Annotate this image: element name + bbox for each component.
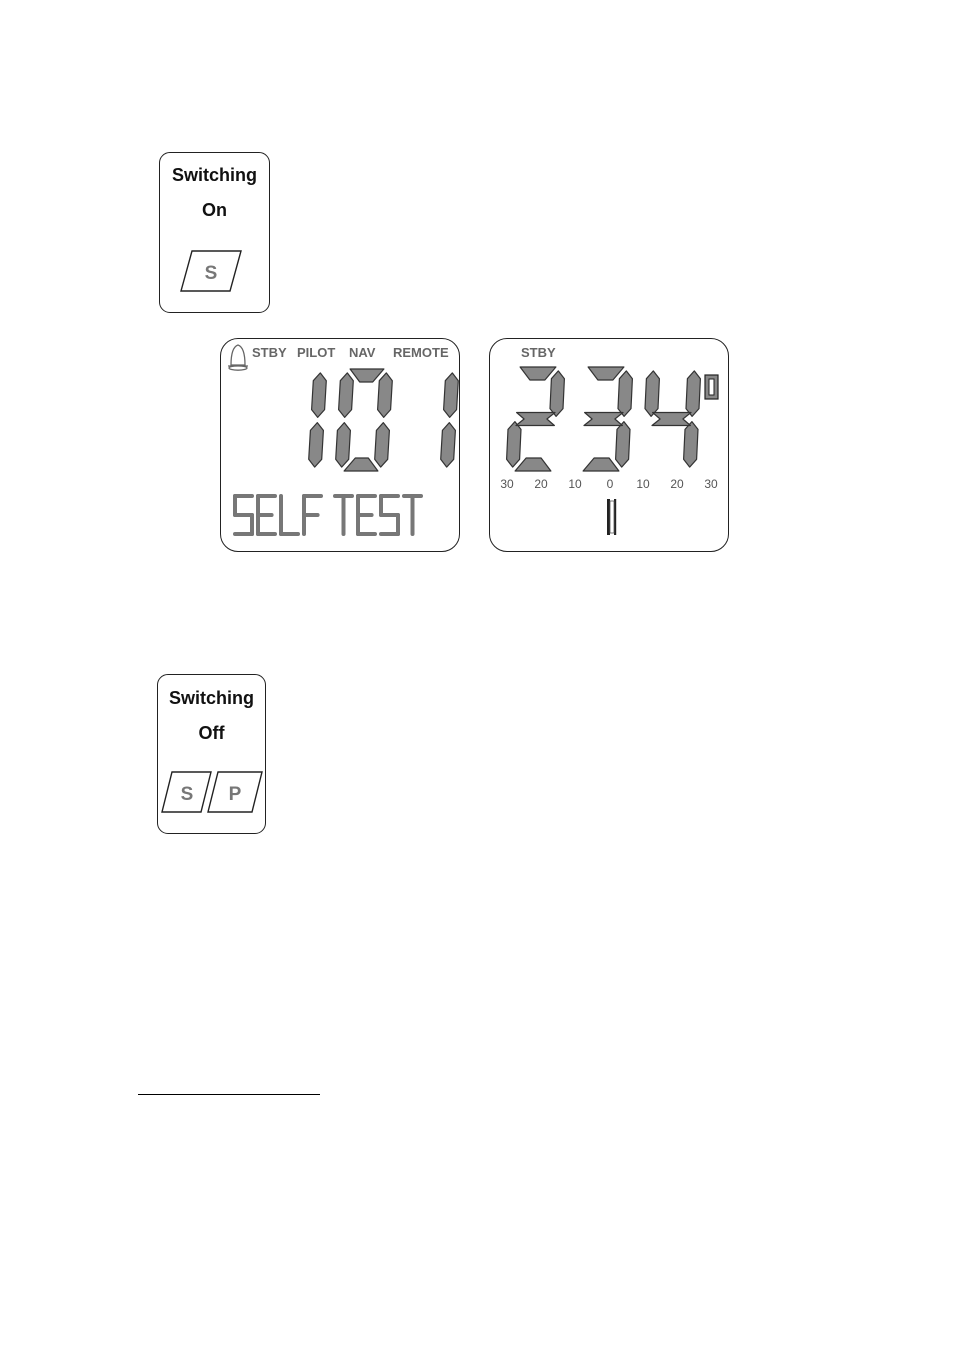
segment	[550, 371, 564, 417]
scale-tick: 30	[704, 477, 717, 491]
switching-on-card: Switching On S	[159, 152, 270, 313]
alarm-bell-icon	[228, 345, 248, 370]
p-key-icon[interactable]: P	[208, 772, 262, 812]
mode-pilot: PILOT	[297, 345, 335, 360]
self-test-message	[235, 496, 421, 534]
s-key-label: S	[205, 263, 218, 284]
rudder-position-bar	[607, 499, 616, 535]
segment	[444, 373, 459, 418]
degree-indicator	[705, 375, 718, 399]
segment	[312, 373, 327, 418]
lcd-self-test-display: STBY PILOT NAV REMOTE	[220, 338, 460, 552]
segment	[588, 367, 624, 380]
scale-tick: 10	[568, 477, 581, 491]
segment	[645, 371, 659, 417]
switching-off-card: Switching Off S P	[157, 674, 266, 834]
segment	[336, 423, 351, 468]
segment	[584, 413, 623, 426]
segment	[652, 413, 691, 426]
footnote-rule	[138, 1094, 320, 1095]
segment	[375, 423, 390, 468]
segment	[350, 369, 384, 382]
segment	[583, 458, 619, 471]
segment	[684, 422, 698, 468]
mode-remote: REMOTE	[393, 345, 449, 360]
segment	[344, 458, 378, 471]
mode-stby: STBY	[521, 345, 556, 360]
segment	[520, 367, 556, 380]
segment	[378, 373, 393, 418]
s-key-label: S	[181, 784, 194, 805]
s-key-icon[interactable]: S	[162, 772, 211, 812]
segment	[516, 413, 555, 426]
segment	[618, 371, 632, 417]
segment	[507, 422, 521, 468]
value-digits	[309, 369, 459, 471]
p-key-label: P	[229, 784, 242, 805]
heading-digits	[507, 367, 701, 471]
segment	[686, 371, 700, 417]
scale-tick: 20	[670, 477, 683, 491]
scale-tick: 30	[500, 477, 513, 491]
segment	[616, 422, 630, 468]
lcd-heading-display: STBY 30 20 10 0 10 20 30	[489, 338, 729, 552]
scale-tick: 0	[607, 477, 614, 491]
scale-tick: 10	[636, 477, 649, 491]
scale-tick: 20	[534, 477, 547, 491]
mode-stby: STBY	[252, 345, 287, 360]
s-key-icon[interactable]: S	[160, 153, 271, 314]
segment	[309, 423, 324, 468]
mode-nav: NAV	[349, 345, 375, 360]
segment	[441, 423, 456, 468]
segment	[339, 373, 354, 418]
segment	[515, 458, 551, 471]
